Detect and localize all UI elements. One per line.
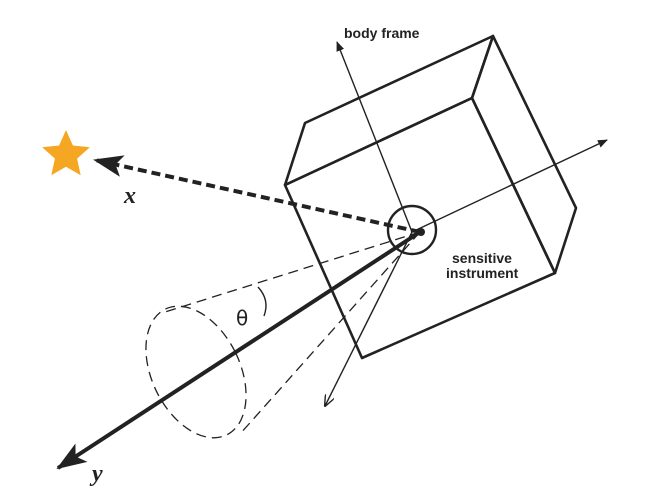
cube-body [283,34,578,360]
sensitive-instrument-point [417,228,425,236]
sensitive-instrument-circle [386,204,438,256]
x-axis-arrow [93,155,421,234]
fov-cone [145,231,421,439]
sensitive-instrument-label-line1: sensitive [452,250,512,266]
theta-label: θ [236,306,248,330]
cube-right-face [470,34,578,275]
x-axis-label: x [123,183,136,209]
y-axis-arrow [56,230,422,470]
cone-edge-upper [161,231,421,314]
sensitive-instrument-label-line2: instrument [446,265,519,281]
theta-arc [257,286,267,317]
body-frame-label: body frame [344,25,420,41]
cone-edge-lower [239,231,421,435]
cube-top-face [283,34,495,187]
y-axis-label: y [89,461,103,487]
star-icon [42,130,90,176]
body-frame-rightward-axis [411,139,608,233]
body-frame-downward-axis [325,231,413,406]
body-frame-vertical-axis [336,41,413,233]
